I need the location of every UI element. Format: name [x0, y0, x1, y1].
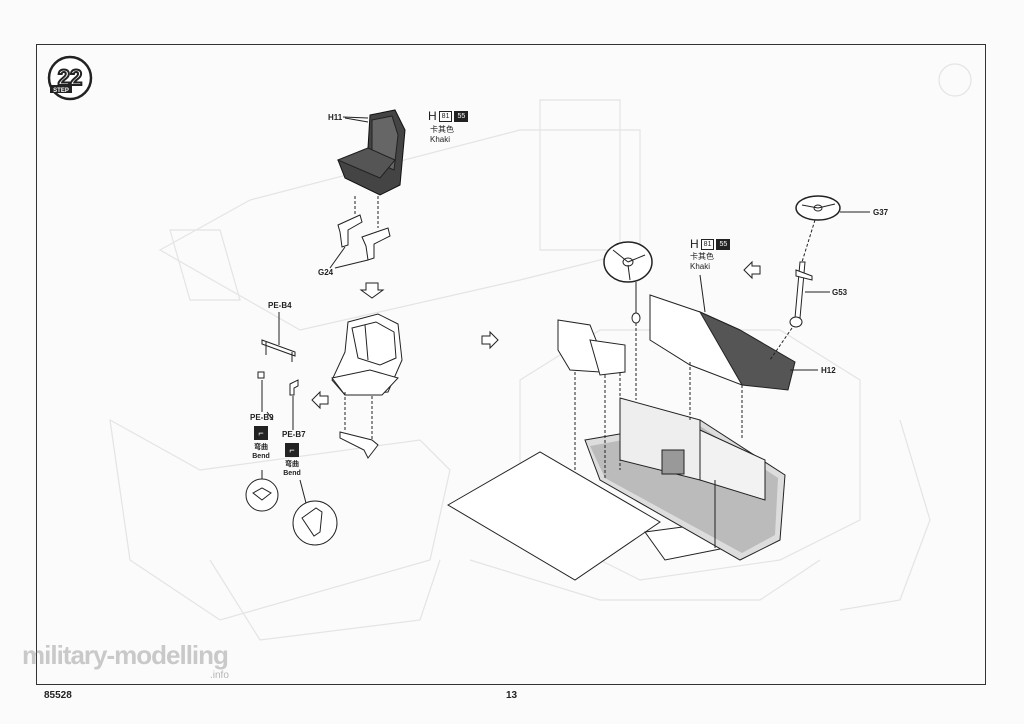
floor-plate-drawing [447, 397, 786, 581]
g24-brackets-drawing [329, 196, 391, 269]
part-label-h11: H11 [328, 113, 343, 122]
part-label-pe-b7: PE-B7 [282, 430, 306, 439]
assembled-seat-drawing [331, 313, 403, 459]
arrow-right-1 [481, 330, 499, 350]
pe-parts-drawing [257, 312, 299, 430]
step-badge: 22 STEP [47, 55, 93, 101]
step-label: STEP [53, 88, 69, 94]
seat-h11-drawing [336, 109, 406, 196]
paint-letter: H [690, 237, 699, 251]
page-number: 13 [506, 690, 518, 701]
part-label-g37: G37 [873, 208, 889, 217]
paint-code-2: 55 [454, 110, 469, 122]
paint-letter: H [428, 109, 437, 123]
arrow-left-1 [311, 390, 329, 410]
bend-en: Bend [283, 470, 301, 477]
paint-callout-1: H 81 55 [428, 109, 469, 123]
bend-label-1: 弯曲 Bend [248, 443, 274, 461]
paint-code-1: 81 [438, 110, 453, 122]
bench-h12-drawing [649, 274, 818, 440]
bend-label-2: 弯曲 Bend [279, 460, 305, 478]
bend-cn: 弯曲 [254, 444, 268, 451]
watermark-logo: military-modelling [22, 640, 229, 670]
paint-code-2: 55 [716, 238, 731, 250]
arrow-left-2 [743, 260, 761, 280]
arrow-down-1 [359, 282, 385, 299]
part-label-pe-b4: PE-B4 [268, 301, 292, 310]
steering-column-drawing [769, 195, 870, 361]
kit-number: 85528 [44, 690, 72, 701]
part-label-h12: H12 [821, 366, 836, 375]
paint-color-en: Khaki [430, 135, 451, 144]
bend-cn: 弯曲 [285, 461, 299, 468]
bend-icon-1: ⌐ [254, 426, 268, 440]
bend-icon-2: ⌐ [285, 443, 299, 457]
part-label-pe-b9: PE-B9 [250, 413, 274, 422]
paint-color-label-2: 卡其色 Khaki [690, 252, 714, 272]
paint-color-cn: 卡其色 [690, 252, 714, 261]
paint-color-label-1: 卡其色 Khaki [430, 125, 454, 145]
dashboard-seat-drawing [557, 319, 626, 480]
part-label-g53: G53 [832, 288, 848, 297]
paint-callout-2: H 81 55 [690, 237, 731, 251]
page-frame [36, 44, 986, 685]
paint-code-1: 81 [700, 238, 715, 250]
part-label-g24: G24 [318, 268, 334, 277]
watermark-sub: .info [210, 670, 229, 681]
steering-wheel-1-drawing [603, 241, 653, 400]
bend-en: Bend [252, 453, 270, 460]
paint-color-en: Khaki [690, 262, 711, 271]
paint-color-cn: 卡其色 [430, 125, 454, 134]
